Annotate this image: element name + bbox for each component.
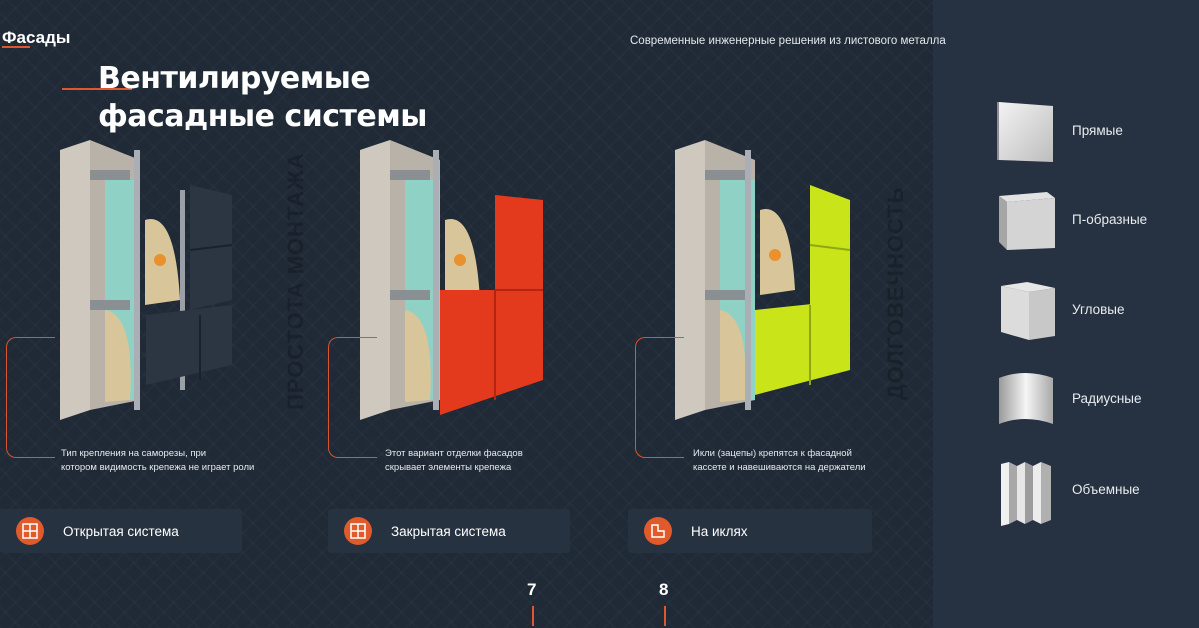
description-bracket [635, 337, 684, 458]
shape-label: Прямые [1072, 123, 1123, 138]
open-system-illustration [60, 140, 233, 420]
description-line: кассете и навешиваются на держатели [693, 462, 866, 473]
description-line: котором видимость крепежа не играет роли [61, 462, 255, 473]
description-bracket [6, 337, 55, 458]
grid-icon [344, 517, 372, 545]
vertical-text-durability: ДОЛГОВЕЧНОСТЬ [883, 186, 908, 400]
description-line: Этот вариант отделки фасадов [385, 448, 523, 459]
shape-item-u-shaped[interactable]: П-образные [995, 188, 1165, 258]
page-title: Вентилируемые фасадные системы [98, 61, 427, 134]
shape-item-radius[interactable]: Радиусные [995, 368, 1165, 438]
flat-panel-icon [997, 102, 1053, 162]
description-line: Икли (зацепы) крепятся к фасадной [693, 448, 852, 459]
brand-title: Фасады [2, 28, 71, 47]
u-panel-icon [999, 192, 1055, 250]
shape-item-volumetric[interactable]: Объемные [995, 458, 1165, 528]
description-bracket [328, 337, 377, 458]
hook-system-label: На иклях [691, 523, 748, 539]
shape-item-straight[interactable]: Прямые [995, 100, 1165, 170]
volume-panel-icon [1001, 462, 1051, 526]
hook-system-illustration [675, 140, 851, 420]
open-system-label: Открытая система [63, 523, 179, 539]
hook-system-description: Икли (зацепы) крепятся к фасадной кассет… [693, 447, 866, 475]
tagline: Современные инженерные решения из листов… [630, 35, 946, 47]
corner-panel-icon [1001, 282, 1055, 340]
description-line: скрывает элементы крепежа [385, 462, 512, 473]
shape-label: Радиусные [1072, 391, 1142, 406]
vertical-text-easy-install: ПРОСТОТА МОНТАЖА [283, 152, 308, 410]
page-number: 8 [659, 580, 669, 599]
shape-label: Угловые [1072, 302, 1125, 317]
page-marker [532, 606, 534, 626]
title-accent-line [62, 88, 132, 90]
closed-system-illustration [360, 140, 543, 420]
closed-system-description: Этот вариант отделки фасадов скрывает эл… [385, 447, 523, 475]
closed-system-label: Закрытая система [391, 523, 506, 539]
page-marker [664, 606, 666, 626]
page-number: 7 [527, 580, 537, 599]
shape-item-corner[interactable]: Угловые [995, 278, 1165, 348]
grid-icon [16, 517, 44, 545]
open-system-description: Тип крепления на саморезы, при котором в… [61, 447, 254, 475]
hook-system-button[interactable]: На иклях [628, 509, 872, 553]
shape-label: П-образные [1072, 212, 1148, 227]
closed-system-button[interactable]: Закрытая система [328, 509, 570, 553]
description-line: Тип крепления на саморезы, при [61, 448, 207, 459]
brand-underline [2, 46, 30, 48]
open-system-button[interactable]: Открытая система [0, 509, 242, 553]
radius-panel-icon [999, 373, 1053, 424]
shape-label: Объемные [1072, 482, 1140, 497]
shapes-panel [933, 0, 1199, 628]
hook-icon [644, 517, 672, 545]
